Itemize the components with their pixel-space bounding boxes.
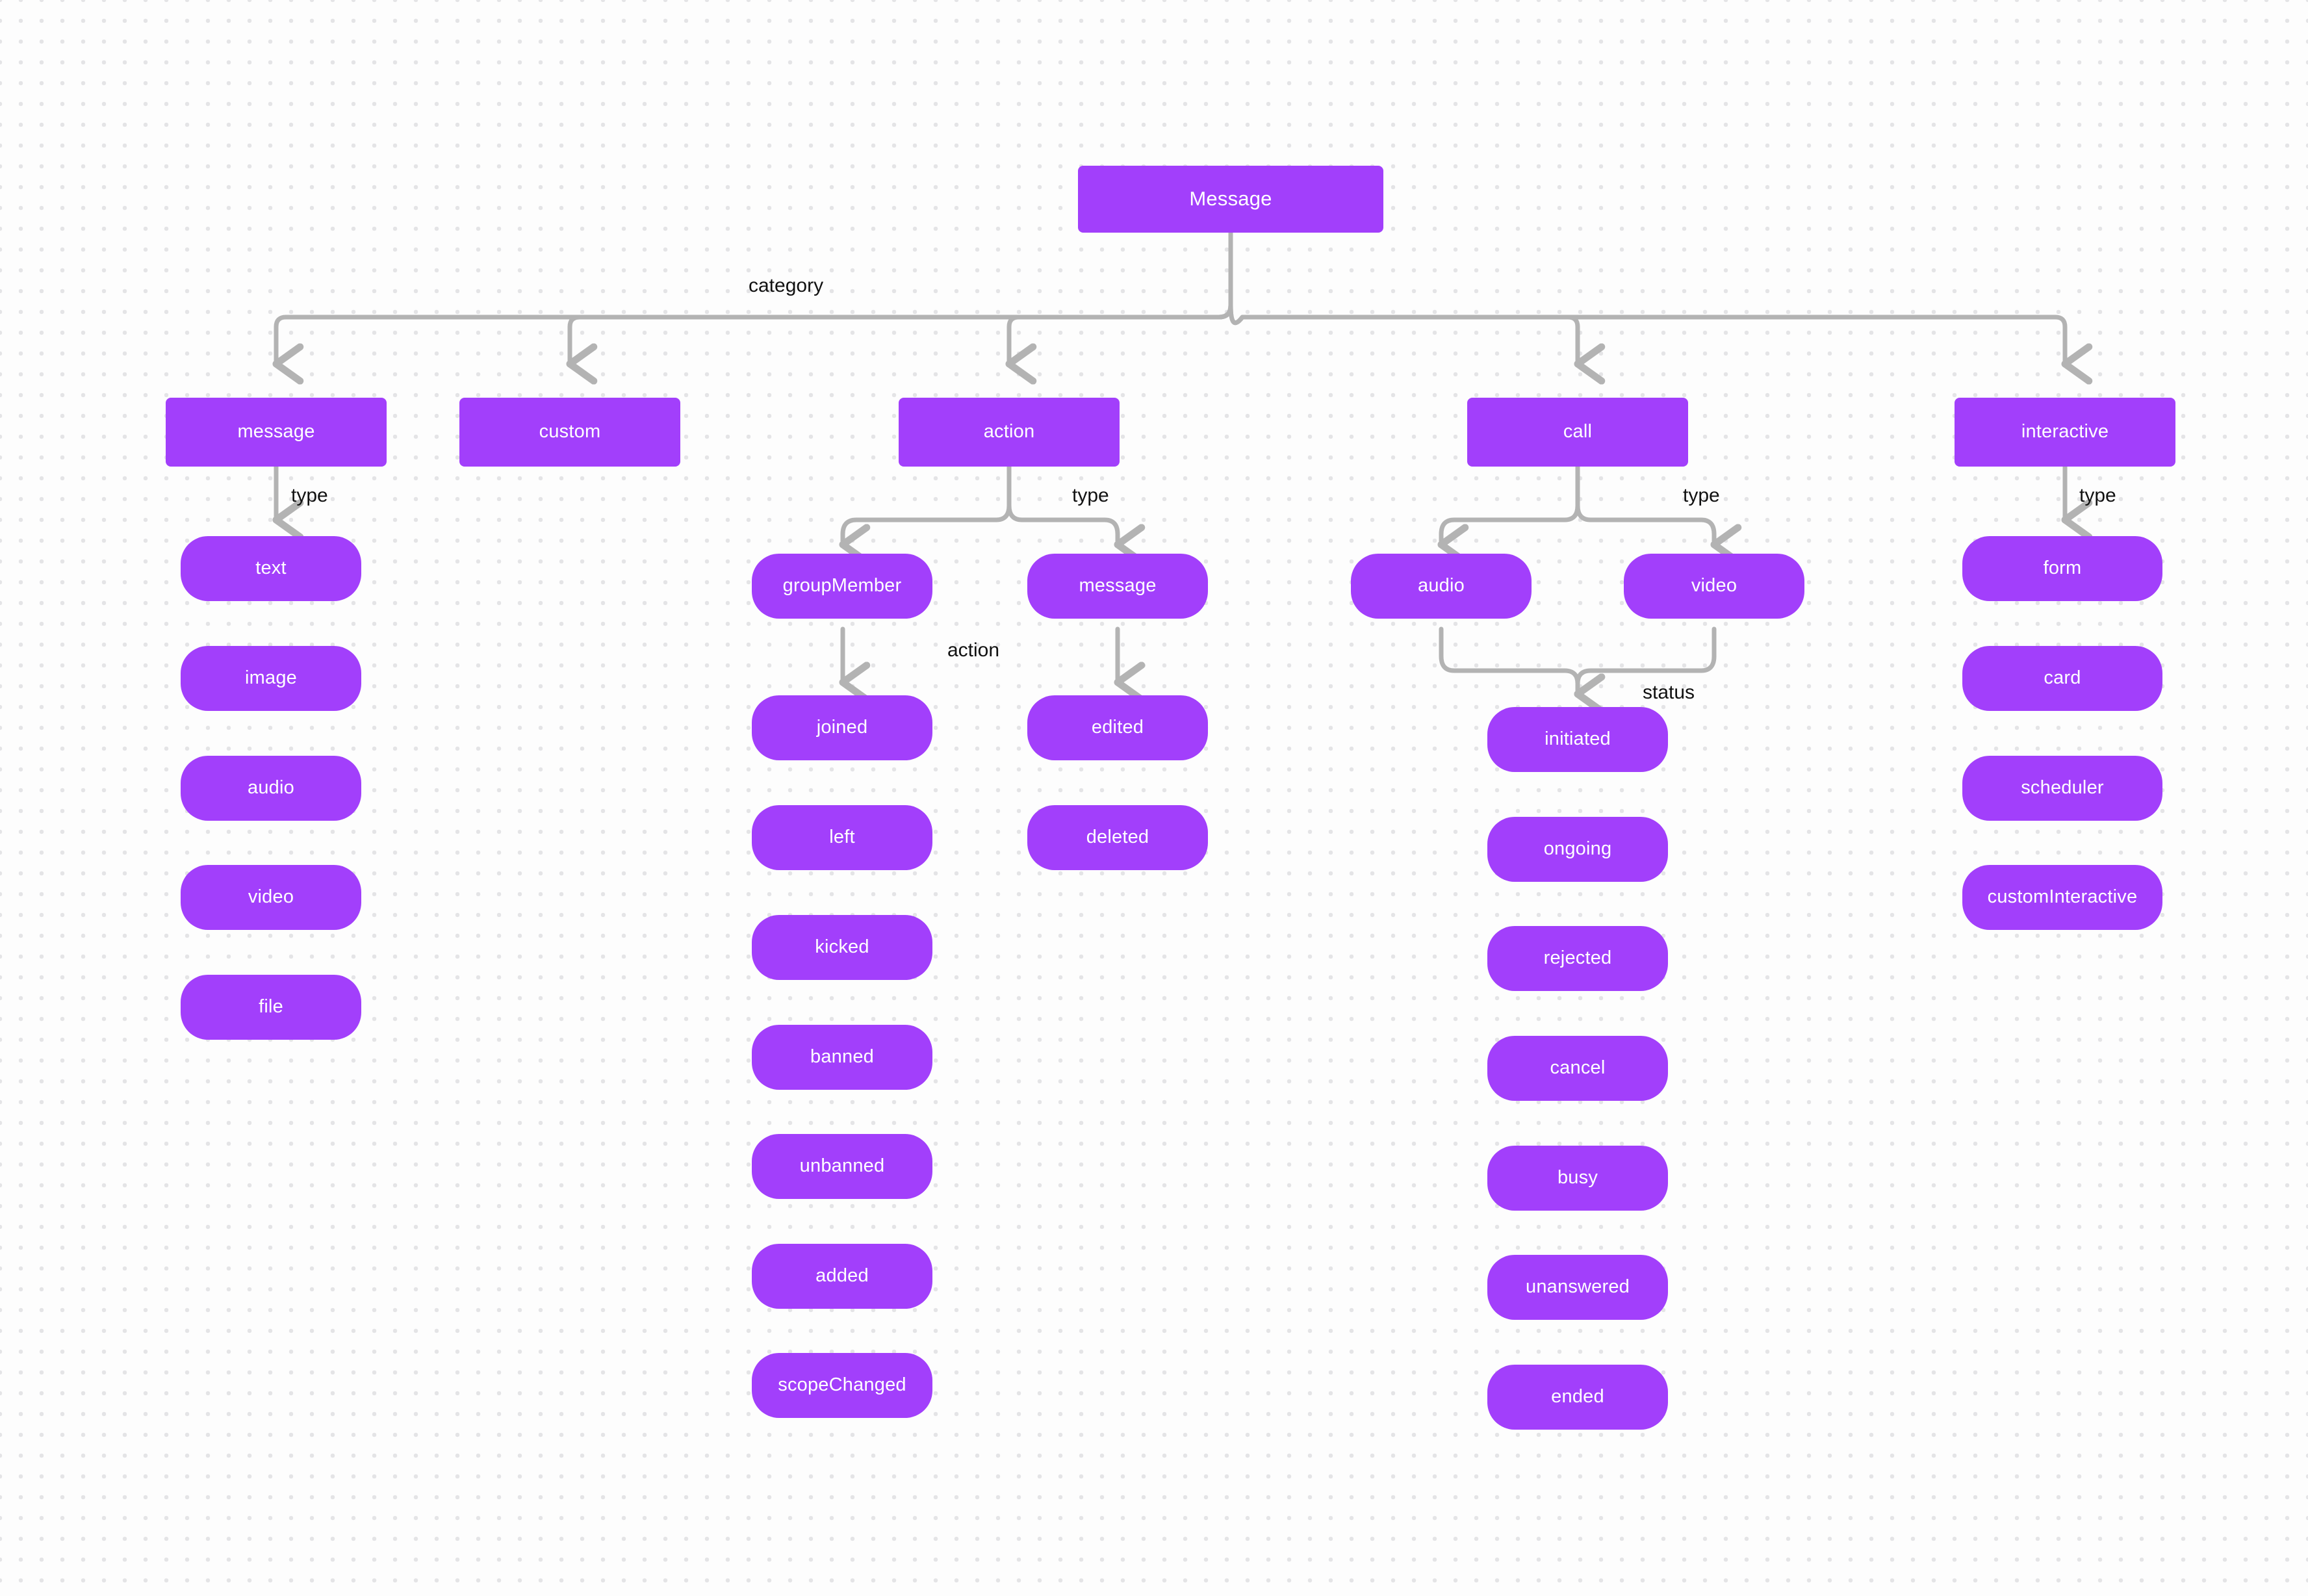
- node-interactive-type-custominteractive[interactable]: customInteractive: [1962, 865, 2162, 930]
- node-label: scopeChanged: [778, 1374, 906, 1396]
- node-label: added: [815, 1265, 869, 1287]
- node-groupmember-action-scopechanged[interactable]: scopeChanged: [752, 1353, 932, 1418]
- node-label: unbanned: [799, 1155, 885, 1177]
- edge-label-action: action: [947, 639, 1000, 661]
- node-groupmember-action-left[interactable]: left: [752, 805, 932, 870]
- node-root-message[interactable]: Message: [1078, 166, 1383, 233]
- node-label: call: [1563, 421, 1593, 443]
- node-label: customInteractive: [1987, 886, 2138, 908]
- node-interactive-type-form[interactable]: form: [1962, 536, 2162, 601]
- node-interactive-type-card[interactable]: card: [1962, 646, 2162, 711]
- node-groupmember-action-kicked[interactable]: kicked: [752, 915, 932, 980]
- edge-label-type-action: type: [1072, 485, 1109, 506]
- node-call-status-rejected[interactable]: rejected: [1487, 926, 1668, 991]
- edge-label-status: status: [1643, 682, 1695, 703]
- node-label: video: [248, 886, 294, 908]
- node-label: left: [829, 827, 855, 848]
- node-groupmember-action-added[interactable]: added: [752, 1244, 932, 1309]
- node-groupmember-action-unbanned[interactable]: unbanned: [752, 1134, 932, 1199]
- node-message-type-video[interactable]: video: [181, 865, 361, 930]
- node-groupmember-action-joined[interactable]: joined: [752, 695, 932, 760]
- node-label: cancel: [1550, 1057, 1606, 1079]
- node-call-status-unanswered[interactable]: unanswered: [1487, 1255, 1668, 1320]
- node-label: text: [255, 558, 287, 579]
- node-message-action-edited[interactable]: edited: [1027, 695, 1208, 760]
- node-action-type-groupmember[interactable]: groupMember: [752, 554, 932, 619]
- edge-label-type-call: type: [1683, 485, 1720, 506]
- node-label: ongoing: [1543, 838, 1612, 860]
- node-label: rejected: [1543, 947, 1612, 969]
- node-category-interactive[interactable]: interactive: [1955, 398, 2175, 467]
- node-label: audio: [1418, 575, 1465, 597]
- node-call-status-initiated[interactable]: initiated: [1487, 707, 1668, 772]
- node-category-action[interactable]: action: [899, 398, 1120, 467]
- node-label: joined: [816, 717, 868, 738]
- node-label: deleted: [1086, 827, 1149, 848]
- node-label: interactive: [2021, 421, 2109, 443]
- edge-label-type-interactive: type: [2079, 485, 2116, 506]
- node-label: unanswered: [1526, 1276, 1630, 1298]
- node-label: busy: [1557, 1167, 1598, 1189]
- node-message-type-text[interactable]: text: [181, 536, 361, 601]
- node-message-action-deleted[interactable]: deleted: [1027, 805, 1208, 870]
- node-message-type-audio[interactable]: audio: [181, 756, 361, 821]
- node-label: audio: [248, 777, 294, 799]
- node-call-status-ongoing[interactable]: ongoing: [1487, 817, 1668, 882]
- node-label: edited: [1091, 717, 1144, 738]
- node-interactive-type-scheduler[interactable]: scheduler: [1962, 756, 2162, 821]
- node-label: action: [983, 421, 1035, 443]
- node-label: scheduler: [2021, 777, 2104, 799]
- node-label: file: [259, 996, 283, 1018]
- node-label: banned: [810, 1046, 874, 1068]
- node-category-call[interactable]: call: [1467, 398, 1688, 467]
- node-label: Message: [1189, 187, 1272, 211]
- node-message-type-file[interactable]: file: [181, 975, 361, 1040]
- node-label: kicked: [815, 936, 869, 958]
- node-category-custom[interactable]: custom: [459, 398, 680, 467]
- node-label: custom: [539, 421, 601, 443]
- node-call-type-video[interactable]: video: [1624, 554, 1804, 619]
- node-call-status-ended[interactable]: ended: [1487, 1365, 1668, 1430]
- node-call-type-audio[interactable]: audio: [1351, 554, 1532, 619]
- node-label: groupMember: [782, 575, 902, 597]
- edge-label-category: category: [749, 275, 824, 296]
- node-action-type-message[interactable]: message: [1027, 554, 1208, 619]
- node-call-status-busy[interactable]: busy: [1487, 1146, 1668, 1211]
- node-message-type-image[interactable]: image: [181, 646, 361, 711]
- node-label: message: [237, 421, 315, 443]
- node-label: message: [1079, 575, 1157, 597]
- node-label: ended: [1551, 1386, 1604, 1408]
- node-label: card: [2044, 667, 2081, 689]
- node-groupmember-action-banned[interactable]: banned: [752, 1025, 932, 1090]
- node-label: form: [2043, 558, 2082, 579]
- node-label: image: [245, 667, 297, 689]
- node-call-status-cancel[interactable]: cancel: [1487, 1036, 1668, 1101]
- node-label: initiated: [1545, 728, 1611, 750]
- node-category-message[interactable]: message: [166, 398, 387, 467]
- edge-label-type-message: type: [291, 485, 328, 506]
- node-label: video: [1691, 575, 1737, 597]
